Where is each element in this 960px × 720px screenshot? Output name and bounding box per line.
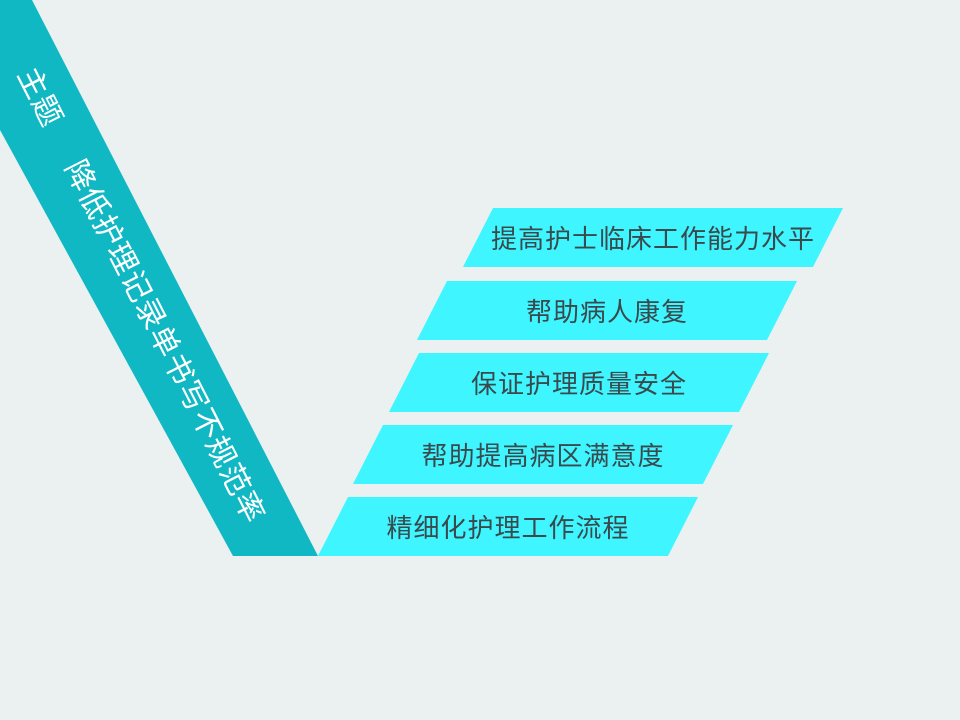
benefit-item-1-label: 提高护士临床工作能力水平 [490, 224, 815, 254]
benefit-item-2: 帮助病人康复 [416, 281, 798, 340]
benefit-item-4: 帮助提高病区满意度 [352, 425, 734, 484]
benefit-item-1: 提高护士临床工作能力水平 [462, 208, 844, 267]
benefit-item-3-label: 保证护理质量安全 [470, 369, 687, 399]
ribbon-prefix: 主题 [10, 62, 69, 133]
benefit-item-5-label: 精细化护理工作流程 [386, 513, 630, 543]
benefit-item-3: 保证护理质量安全 [388, 353, 770, 412]
benefit-item-5: 精细化护理工作流程 [317, 497, 699, 556]
benefit-item-4-label: 帮助提高病区满意度 [421, 441, 665, 471]
benefit-item-2-label: 帮助病人康复 [525, 297, 688, 327]
theme-ribbon-text: 主题降低护理记录单书写不规范率 [8, 61, 272, 530]
ribbon-label: 降低护理记录单书写不规范率 [57, 154, 271, 530]
